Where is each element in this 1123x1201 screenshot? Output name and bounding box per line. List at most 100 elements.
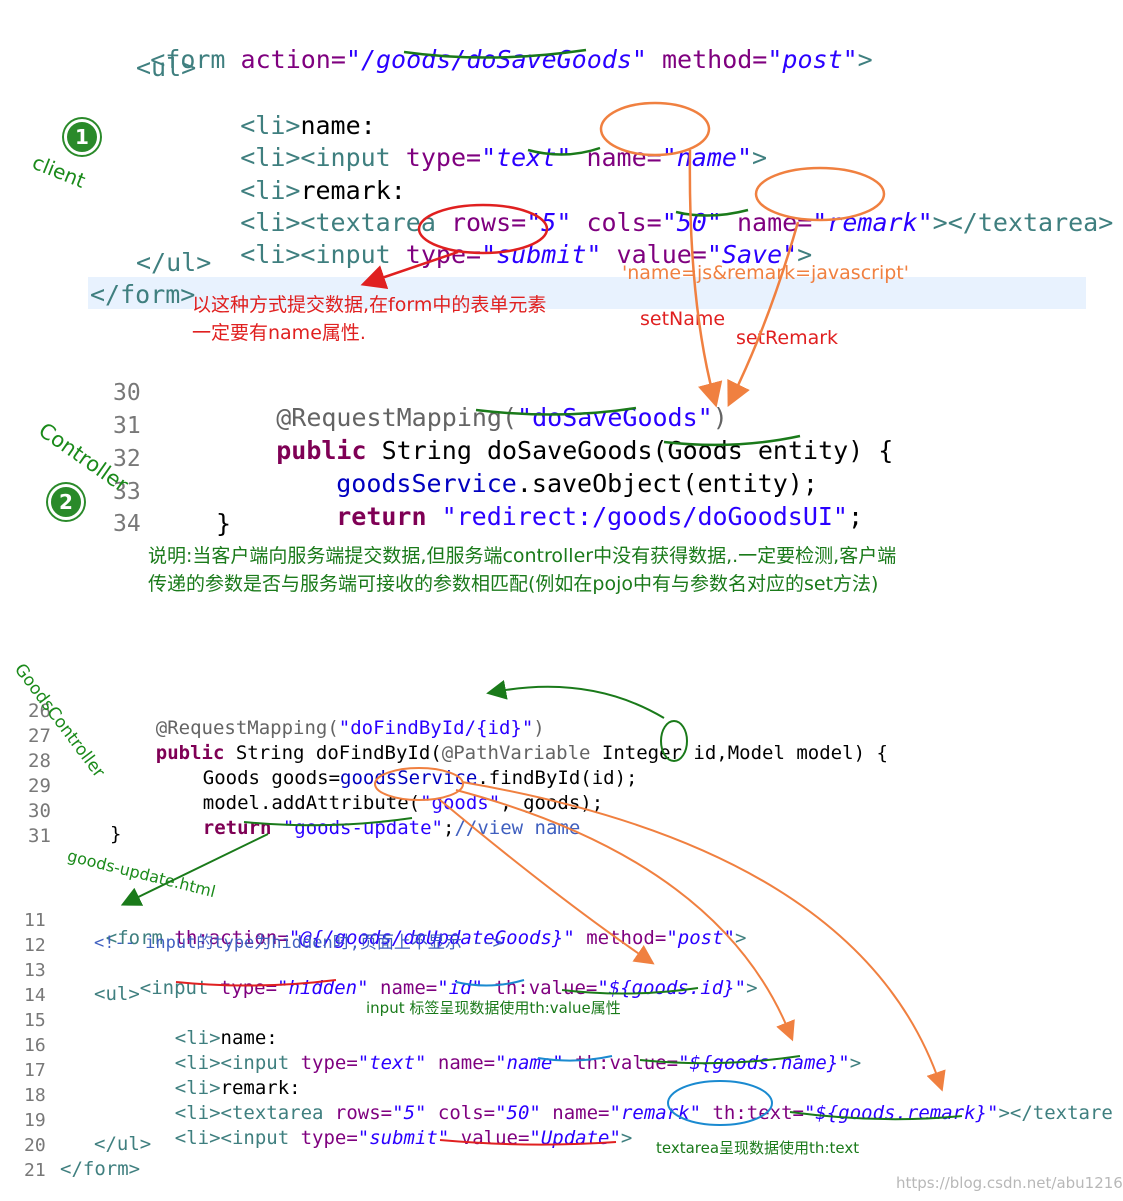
explain-line2: 传递的参数是否与服务端可接收的参数相匹配(例如在pojo中有与参数名对应的set… — [148, 573, 879, 595]
line-number: 16 — [24, 1035, 46, 1056]
code-token: "@{/goods/doUpdateGoods}" — [288, 927, 575, 949]
code-token: "id" — [437, 977, 483, 999]
code-token: goodsService — [336, 469, 517, 498]
code-token: <li><input — [240, 240, 391, 269]
code-token: type= — [289, 1052, 358, 1074]
line-number: 13 — [24, 960, 46, 981]
line-number: 30 — [113, 380, 141, 406]
code-token: "submit" — [481, 240, 602, 269]
line-number: 18 — [24, 1085, 46, 1106]
code-token: @RequestMapping( — [155, 717, 339, 739]
code-token: > — [620, 1127, 633, 1149]
explain-line1: 说明:当客户端向服务端提交数据,但服务端controller中没有获得数据,.一… — [148, 545, 897, 567]
line-number: 34 — [113, 511, 141, 537]
code-token: name: — [300, 111, 376, 140]
code-token: ) — [533, 717, 545, 739]
arrow-name-to-entity — [688, 149, 723, 408]
code-token: type= — [208, 977, 278, 999]
code-line: @RequestMapping("doFindById/{id}") — [110, 700, 545, 757]
code-token: > — [734, 927, 747, 949]
line-number: 31 — [28, 825, 51, 847]
code-token: > — [857, 45, 873, 74]
code-line: <ul> — [94, 983, 140, 1005]
code-token: remark: — [300, 176, 406, 205]
code-token: <li><input — [174, 1127, 290, 1149]
arrow-goods-to-name — [455, 789, 795, 1042]
code-token: "${goods.name}" — [678, 1052, 850, 1074]
line-number: 12 — [24, 935, 46, 956]
underline-mark — [537, 1055, 613, 1062]
code-token: "remark" — [812, 208, 933, 237]
code-token: return — [336, 502, 427, 531]
set-name-note: setName — [640, 308, 726, 330]
name-value-ellipse — [599, 101, 711, 157]
underline-mark — [675, 208, 749, 217]
code-token: > — [752, 143, 768, 172]
code-token: rows= — [450, 208, 527, 237]
code-token: cols= — [586, 208, 662, 237]
input-note: input 标签呈现数据使用th:value属性 — [366, 999, 621, 1017]
code-token: method= — [574, 927, 667, 949]
code-token: type= — [405, 240, 482, 269]
code-token: > — [797, 240, 813, 269]
code-token: .findById(id); — [477, 767, 638, 789]
code-token: ; — [443, 817, 455, 839]
code-token: cols= — [426, 1102, 496, 1124]
code-token: "submit" — [357, 1127, 450, 1149]
code-token: th:action= — [162, 927, 289, 949]
code-token: rows= — [323, 1102, 393, 1124]
form-note-line1: 以这种方式提交数据,在form中的表单元素 — [192, 294, 547, 316]
code-token: "/goods/doSaveGoods" — [345, 45, 647, 74]
th-text-ellipse — [667, 1080, 773, 1126]
code-line: <li><textarea rows="5" cols="50" name="r… — [180, 185, 1113, 260]
code-token: name= — [426, 1052, 496, 1074]
line-number: 29 — [28, 775, 51, 797]
code-token: ></textare — [998, 1102, 1113, 1124]
code-line: <form th:action="@{/goods/doUpdateGoods}… — [60, 910, 747, 967]
arrow-remark-to-entity — [727, 221, 800, 407]
textarea-note: textarea呈现数据使用th:text — [656, 1139, 860, 1157]
line-number: 15 — [24, 1010, 46, 1031]
code-token: "name" — [661, 143, 753, 172]
code-line: public String doFindById(@PathVariable I… — [110, 725, 888, 782]
id-param-ellipse — [660, 720, 688, 762]
code-line: </form> — [60, 1158, 141, 1180]
code-line: <li>remark: — [129, 1060, 301, 1117]
line-number: 28 — [28, 750, 51, 772]
code-token: ; — [847, 502, 864, 531]
code-token: //view name — [454, 817, 581, 839]
code-line: </form> — [90, 280, 196, 309]
code-token: public — [155, 742, 225, 764]
watermark: https://blog.csdn.net/abu1216 — [896, 1174, 1123, 1192]
code-token: name= — [368, 977, 438, 999]
line-number: 30 — [28, 800, 51, 822]
underline-mark — [455, 979, 525, 987]
code-token: ) — [712, 403, 728, 432]
code-token: "post" — [767, 45, 858, 74]
submit-ellipse — [417, 203, 549, 255]
step-2-badge: 2 — [48, 484, 84, 520]
underline-mark — [475, 406, 637, 416]
line-number: 11 — [24, 910, 46, 931]
underline-mark — [527, 146, 601, 156]
line-number: 26 — [28, 700, 51, 722]
arrow-goods-to-remark — [461, 781, 946, 1092]
arrow-goods-to-id — [439, 799, 655, 965]
code-token: "50" — [495, 1102, 541, 1124]
line-number: 32 — [113, 446, 141, 472]
code-token: <li> — [174, 1027, 221, 1049]
underline-mark — [243, 817, 413, 827]
code-token: type= — [289, 1127, 358, 1149]
code-token: name= — [540, 1102, 610, 1124]
code-line: return "redirect:/goods/doGoodsUI"; — [276, 479, 863, 554]
code-line: </ul> — [94, 1133, 152, 1155]
form-note-line2: 一定要有name属性. — [192, 322, 366, 344]
code-token: "text" — [357, 1052, 427, 1074]
arrow-id-to-path — [486, 679, 665, 719]
code-token: <li> — [240, 176, 301, 205]
line-number: 14 — [24, 985, 46, 1006]
line-number: 21 — [24, 1160, 46, 1181]
underline-mark — [439, 1139, 617, 1146]
code-token: <form — [150, 45, 226, 74]
